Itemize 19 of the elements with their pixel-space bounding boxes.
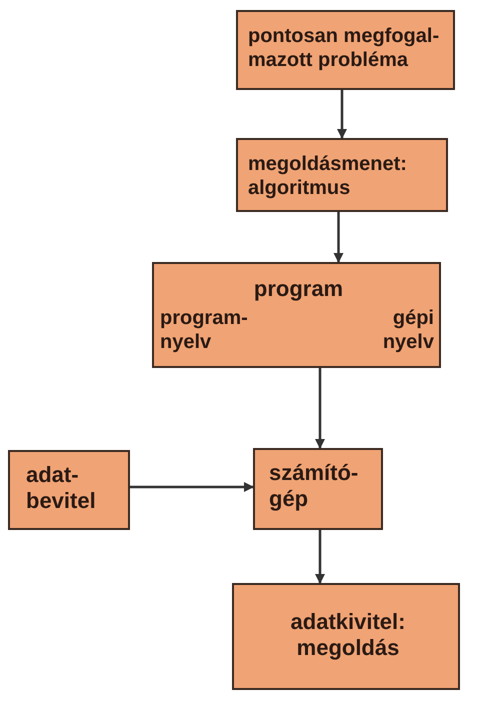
box-label: adat- bevitel [26, 462, 97, 515]
process-box [236, 10, 455, 90]
arrow [337, 90, 347, 139]
box-label: pontosan megfogal- mazott probléma [248, 24, 440, 72]
box-label: adatkivitel: megoldás [290, 609, 406, 662]
box-label: gépi nyelv [382, 306, 434, 354]
process-box [152, 262, 441, 368]
arrow [334, 212, 344, 263]
box-label: számító- gép [269, 460, 360, 513]
process-box [236, 138, 448, 212]
process-box [253, 448, 383, 530]
process-box [232, 583, 460, 690]
box-label: program- nyelv [160, 306, 249, 354]
box-label: program [252, 276, 344, 302]
arrow [315, 530, 325, 584]
box-label: megoldásmenet: algoritmus [248, 152, 408, 200]
arrow [130, 482, 254, 492]
arrow [315, 368, 325, 449]
process-box [8, 450, 130, 530]
